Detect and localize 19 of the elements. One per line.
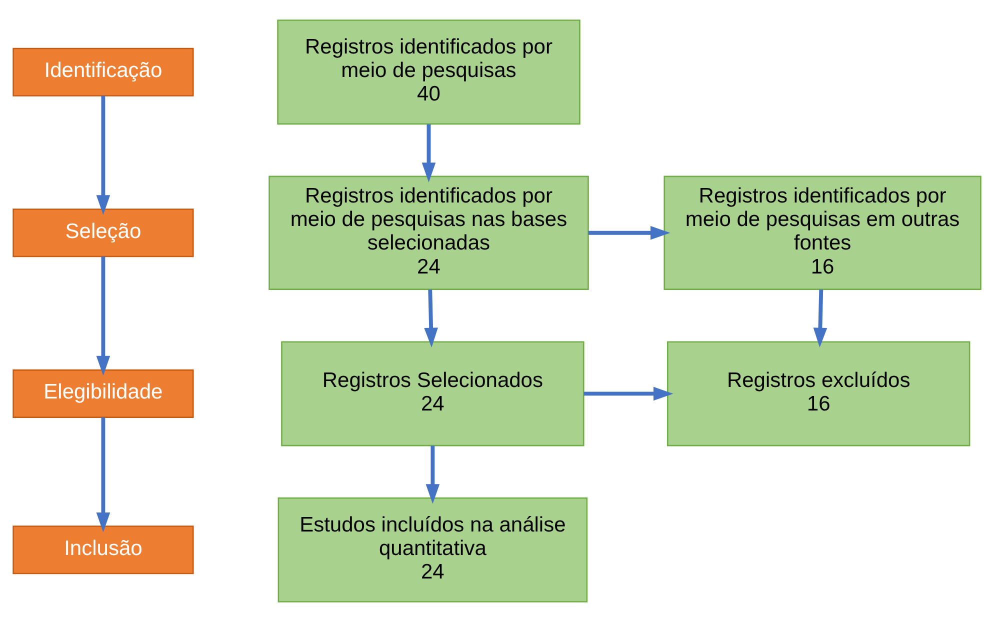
node-box: Registros excluídos 16 [666, 340, 970, 446]
arrow [813, 289, 828, 348]
node-box: Estudos incluídos na análise quantitativa 24 [278, 496, 588, 602]
node-box: Registros Selecionados 24 [281, 340, 584, 446]
arrow [588, 225, 670, 240]
node-box: Identificação [12, 47, 194, 96]
arrow [424, 288, 438, 348]
node-box: Elegibilidade [12, 368, 194, 418]
arrow [422, 124, 436, 182]
node-box: Registros identificados por meio de pesquisas nas bases selecionadas 24 [268, 175, 589, 290]
arrow [96, 416, 110, 532]
node-box: Inclusão [12, 525, 194, 574]
arrow [96, 95, 110, 214]
arrow [426, 445, 440, 504]
node-box: Seleção [12, 208, 194, 257]
node-box: Registros identificados por meio de pesquisas 40 [277, 19, 580, 124]
arrow [96, 256, 110, 376]
node-box: Registros identificados por meio de pesquisas em outras fontes 16 [664, 175, 982, 290]
arrow [584, 386, 674, 400]
